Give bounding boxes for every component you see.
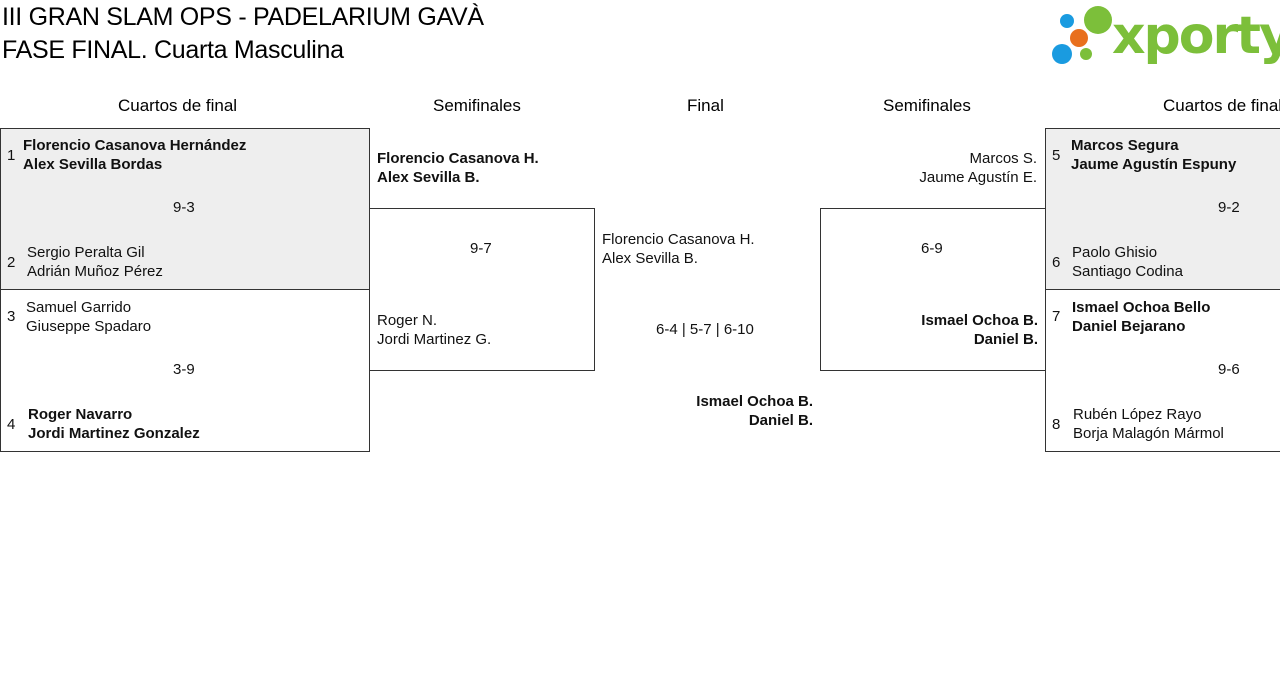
qf2-team-b-player1: Roger Navarro <box>28 406 133 423</box>
sf-left-match[interactable] <box>369 208 595 371</box>
qf2-team-a-player1: Samuel Garrido <box>26 299 132 316</box>
xporty-logo[interactable]: xporty <box>1050 4 1280 68</box>
sf-right-team-b-player1: Ismael Ochoa B. <box>921 312 1038 329</box>
qf3-team-a-player2: Jaume Agustín Espuny <box>1071 156 1237 173</box>
qf3-team-b-player2: Santiago Codina <box>1072 263 1183 280</box>
sf-left-score: 9-7 <box>470 240 492 257</box>
final-team-b-player2: Daniel B. <box>748 412 813 429</box>
qf1-team-a-player2: Alex Sevilla Bordas <box>23 156 163 173</box>
qf2-team-b-player2: Jordi Martinez Gonzalez <box>28 425 200 442</box>
seed-number: 7 <box>1052 308 1061 325</box>
qf4-team-a-player2: Daniel Bejarano <box>1072 318 1186 335</box>
sf-right-score: 6-9 <box>921 240 943 257</box>
seed-number: 5 <box>1052 147 1061 164</box>
seed-number: 1 <box>7 147 16 164</box>
sf-left-team-b-player2: Jordi Martinez G. <box>377 331 492 348</box>
sf-right-team-b-player2: Daniel B. <box>973 331 1038 348</box>
final-team-b-player1: Ismael Ochoa B. <box>696 393 813 410</box>
seed-number: 4 <box>7 416 16 433</box>
page-title: III GRAN SLAM OPS - PADELARIUM GAVÀ <box>2 3 484 31</box>
logo-dot-blue <box>1060 14 1074 28</box>
qf4-team-a-player1: Ismael Ochoa Bello <box>1072 299 1211 316</box>
page-subtitle: FASE FINAL. Cuarta Masculina <box>2 36 344 64</box>
logo-text: xporty <box>1112 6 1280 66</box>
seed-number: 3 <box>7 308 16 325</box>
qf3-team-a-player1: Marcos Segura <box>1071 137 1179 154</box>
qf3-score: 9-2 <box>1218 199 1240 216</box>
logo-dot-blue-large <box>1052 44 1072 64</box>
sf-right-team-a-player1: Marcos S. <box>969 150 1037 167</box>
qf-match-1[interactable] <box>0 128 370 290</box>
round-header-final: Final <box>687 96 724 115</box>
seed-number: 2 <box>7 254 16 271</box>
qf2-score: 3-9 <box>173 361 195 378</box>
qf2-team-a-player2: Giuseppe Spadaro <box>26 318 152 335</box>
qf1-score: 9-3 <box>173 199 195 216</box>
logo-dot-orange <box>1070 29 1088 47</box>
qf1-team-a-player1: Florencio Casanova Hernández <box>23 137 247 154</box>
seed-number: 8 <box>1052 416 1061 433</box>
qf4-score: 9-6 <box>1218 361 1240 378</box>
qf3-team-b-player1: Paolo Ghisio <box>1072 244 1158 261</box>
qf4-team-b-player1: Rubén López Rayo <box>1073 406 1202 423</box>
round-header-left-qf: Cuartos de final <box>118 96 238 115</box>
qf-match-3[interactable] <box>1045 128 1280 290</box>
final-team-a-player1: Florencio Casanova H. <box>602 231 755 248</box>
seed-number: 6 <box>1052 254 1061 271</box>
qf-match-4[interactable] <box>1045 289 1280 452</box>
final-team-a-player2: Alex Sevilla B. <box>602 250 698 267</box>
final-score: 6-4 | 5-7 | 6-10 <box>656 321 754 338</box>
round-header-right-sf: Semifinales <box>883 96 971 115</box>
sf-left-team-a-player1: Florencio Casanova H. <box>377 150 539 167</box>
qf4-team-b-player2: Borja Malagón Mármol <box>1073 425 1224 442</box>
logo-dot-green-small <box>1080 48 1092 60</box>
sf-left-team-a-player2: Alex Sevilla B. <box>377 169 480 186</box>
round-header-right-qf: Cuartos de final <box>1163 96 1280 115</box>
logo-dot-green <box>1084 6 1112 34</box>
qf1-team-b-player1: Sergio Peralta Gil <box>27 244 145 261</box>
sf-right-team-a-player2: Jaume Agustín E. <box>919 169 1037 186</box>
qf1-team-b-player2: Adrián Muñoz Pérez <box>27 263 163 280</box>
round-header-left-sf: Semifinales <box>433 96 521 115</box>
sf-left-team-b-player1: Roger N. <box>377 312 438 329</box>
